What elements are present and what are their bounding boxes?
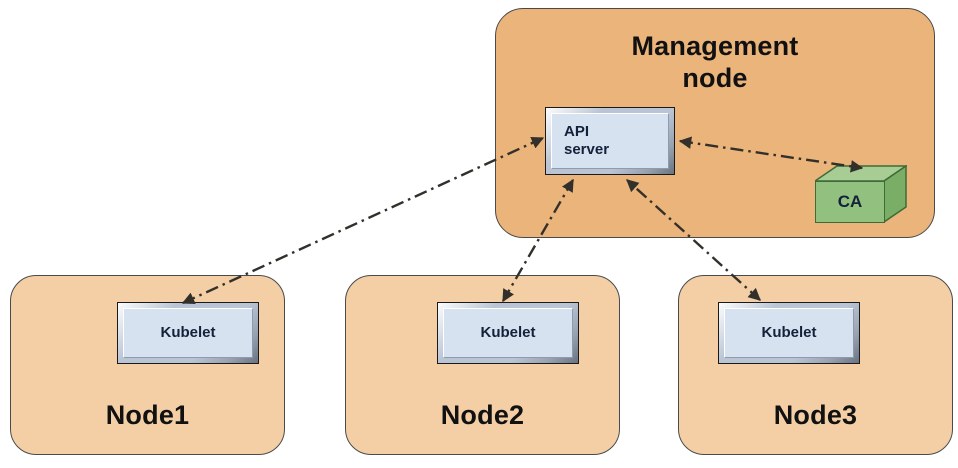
management-node-title-line2: node: [682, 62, 748, 93]
management-node-title: Management node: [496, 31, 934, 95]
kubelet-face-1: Kubelet: [123, 308, 253, 358]
kubelet-face-3: Kubelet: [724, 308, 854, 358]
ca-label: CA: [837, 192, 863, 211]
ca-cuboid[interactable]: CA: [815, 165, 907, 223]
api-server-label-line2: server: [564, 141, 610, 158]
management-node-title-line1: Management: [631, 31, 799, 61]
kubelet-box-2[interactable]: Kubelet: [437, 302, 579, 364]
api-server-box[interactable]: API server: [545, 107, 675, 175]
worker-node-title-2: Node2: [440, 400, 525, 431]
kubelet-box-3[interactable]: Kubelet: [718, 302, 860, 364]
kubelet-label-3: Kubelet: [761, 323, 817, 341]
api-server-face: API server: [551, 113, 669, 169]
api-server-label: API server: [552, 123, 609, 160]
ca-front-face: CA: [815, 181, 885, 223]
kubelet-box-1[interactable]: Kubelet: [117, 302, 259, 364]
kubelet-face-2: Kubelet: [443, 308, 573, 358]
worker-node-title-1: Node1: [105, 400, 190, 431]
kubelet-label-2: Kubelet: [480, 323, 536, 341]
api-server-label-line1: API: [564, 122, 590, 140]
kubelet-label-1: Kubelet: [160, 323, 216, 341]
worker-node-title-3: Node3: [773, 400, 858, 431]
